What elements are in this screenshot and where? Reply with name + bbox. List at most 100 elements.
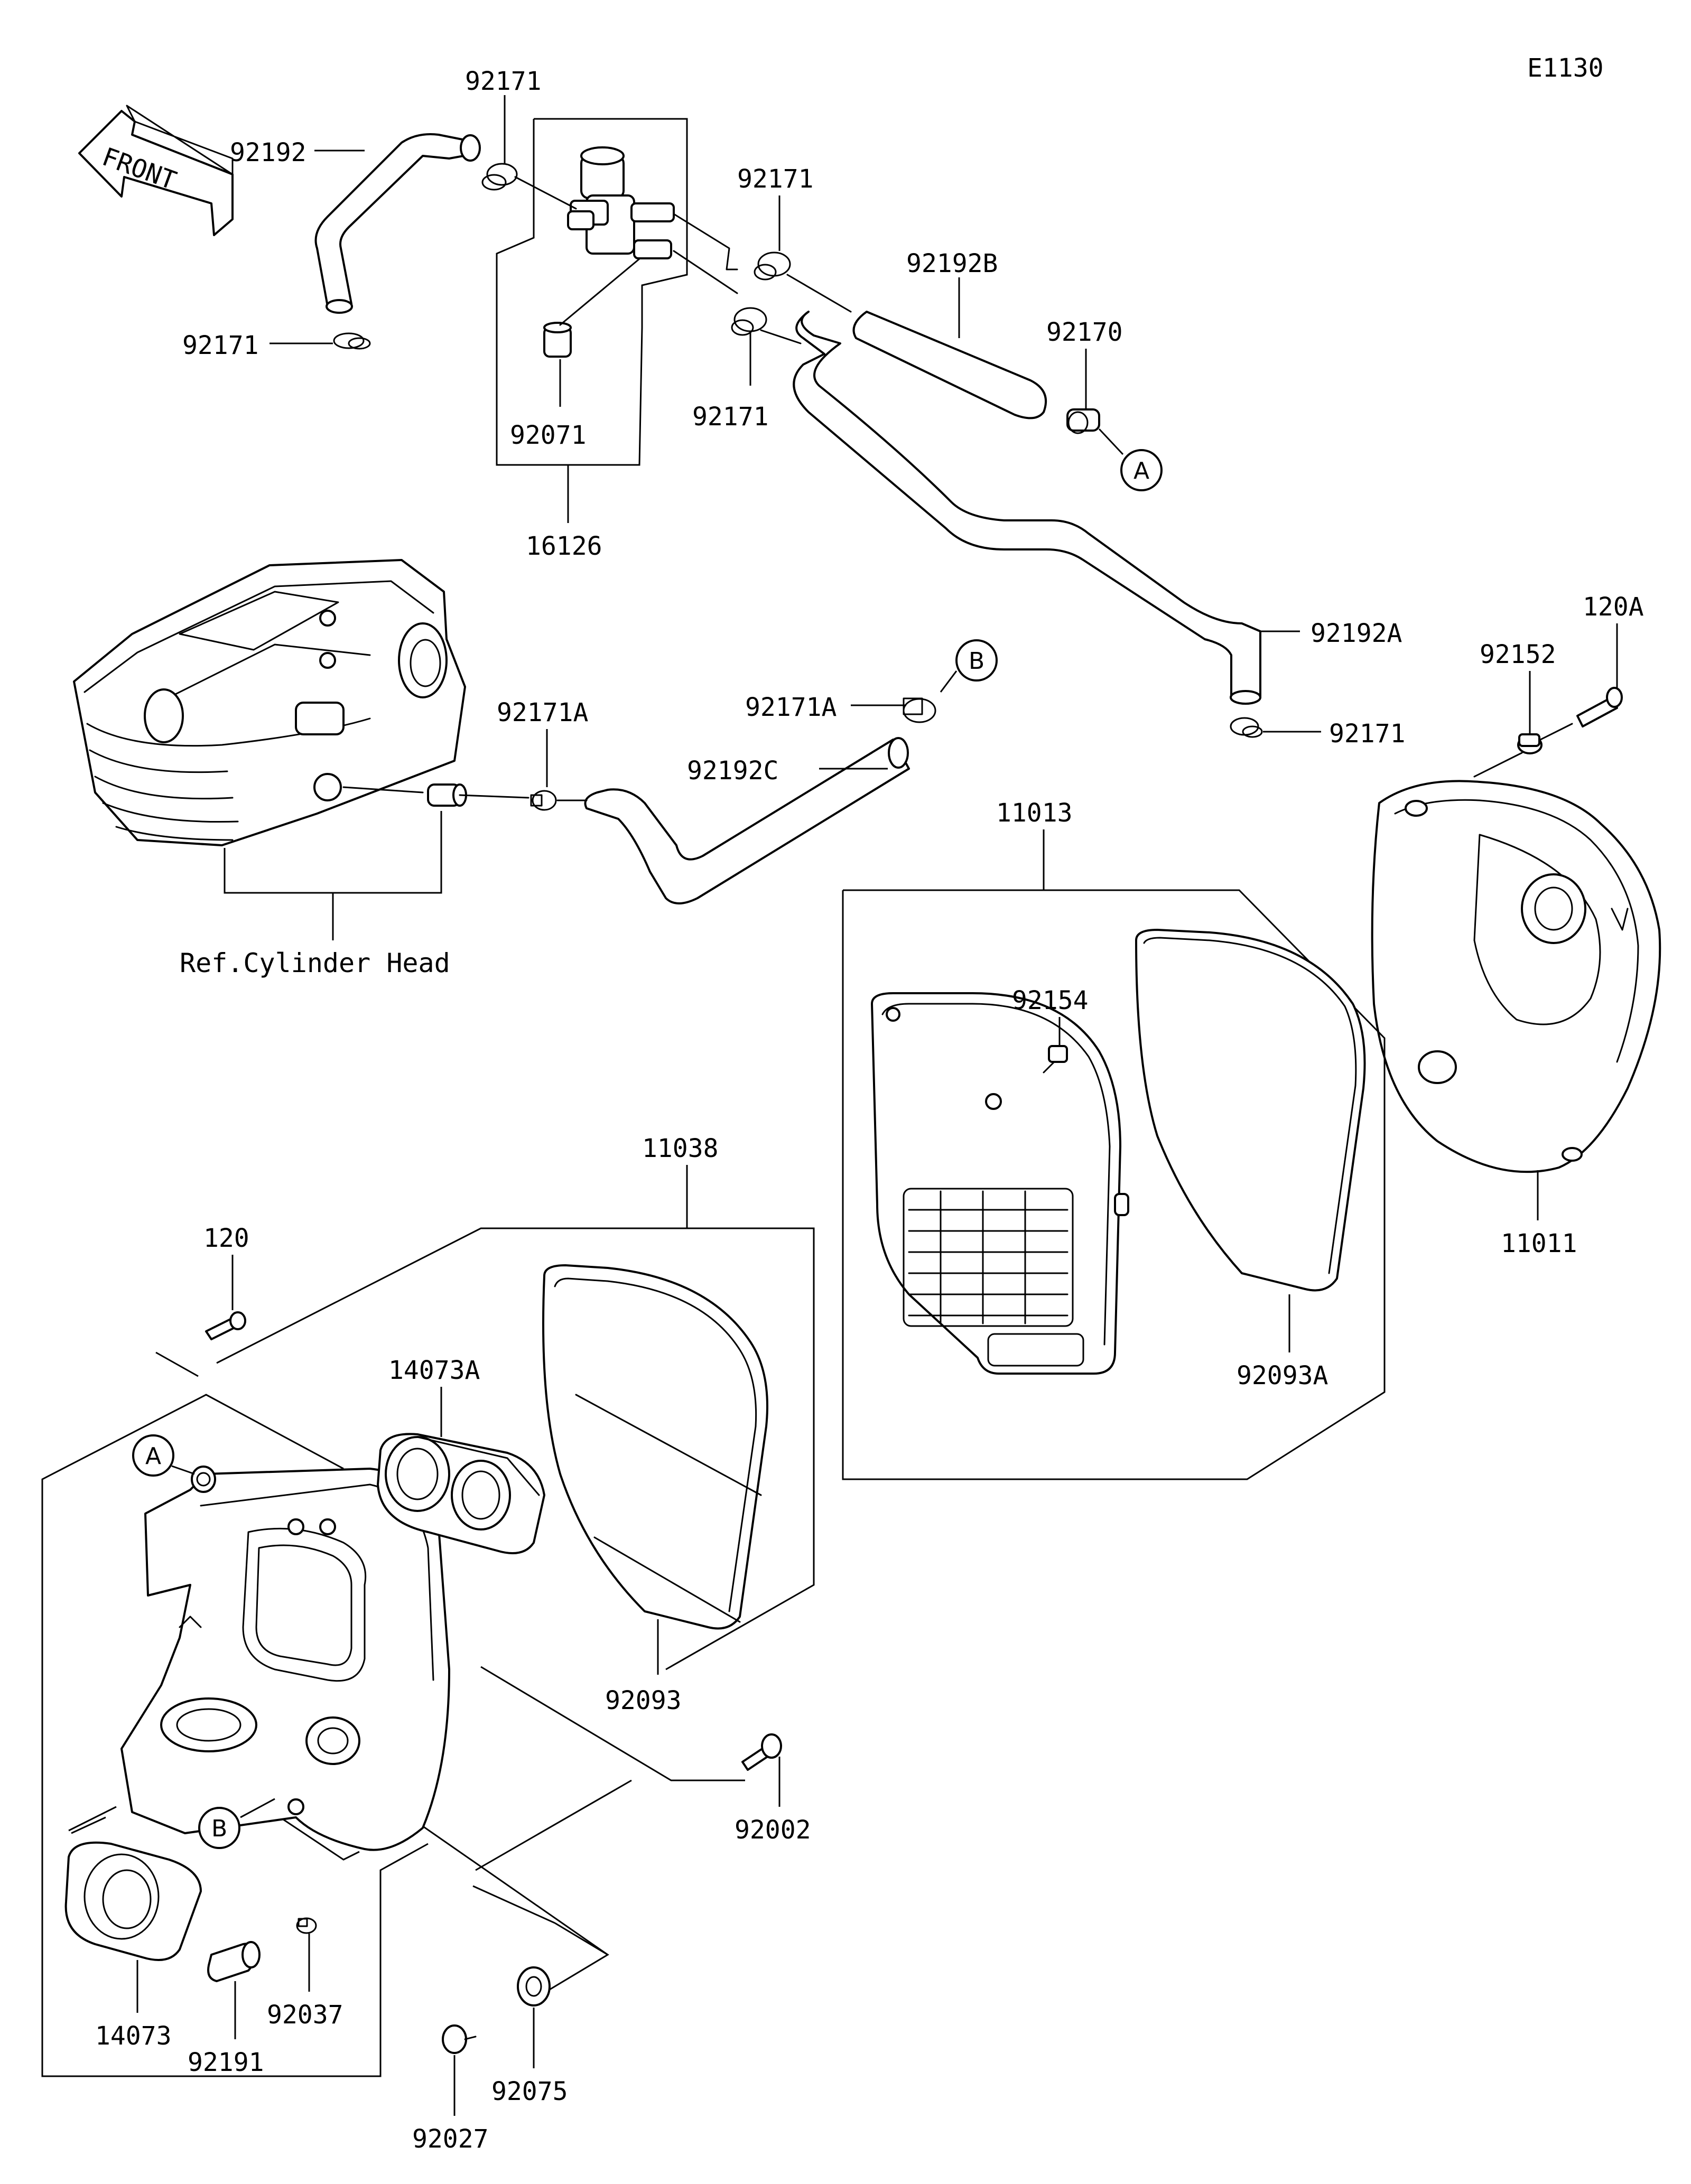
seal-92093 — [542, 1264, 768, 1630]
label-92171A: 92171A — [745, 693, 837, 722]
lower-box-seg — [68, 1806, 117, 1832]
label-92093A: 92093A — [1237, 1361, 1328, 1390]
label-120: 120 — [203, 1224, 249, 1253]
clip-92171-top — [481, 163, 518, 191]
cylinder-head — [73, 559, 466, 846]
clamp-92170 — [1066, 408, 1100, 434]
label-92037: 92037 — [267, 2000, 343, 2030]
label-92192: 92192 — [230, 138, 306, 167]
label-92027: 92027 — [412, 2124, 489, 2154]
link-line — [459, 794, 529, 799]
link-line — [786, 274, 852, 313]
housing-lower — [120, 1468, 450, 1851]
hose-92192 — [314, 133, 481, 314]
link-line — [760, 329, 802, 344]
label-11038: 11038 — [642, 1134, 719, 1163]
screw-92002 — [741, 1733, 782, 1771]
clip-92171-mid2 — [731, 307, 767, 336]
link-line — [673, 213, 738, 270]
lower-box-seg — [475, 1779, 632, 1871]
label-92192B: 92192B — [906, 249, 998, 278]
svg-text:A: A — [145, 1443, 161, 1470]
clip-92171A-left — [530, 790, 557, 811]
lower-box-mid — [480, 1666, 745, 1781]
ref-cylinder-head-label: Ref.Cylinder Head — [180, 948, 450, 978]
label-92192C: 92192C — [687, 756, 778, 786]
hose-92192A — [793, 311, 1261, 705]
label-92191: 92191 — [188, 2048, 264, 2077]
svg-text:B: B — [211, 1815, 227, 1842]
seal-92093A — [1135, 929, 1366, 1292]
link-line — [342, 786, 424, 794]
plug-92191 — [207, 1941, 261, 1982]
grommet-92152 — [1517, 733, 1543, 754]
label-92171: 92171 — [1329, 719, 1406, 749]
label-11011: 11011 — [1501, 1229, 1577, 1258]
callout-b-lower: B — [198, 1807, 240, 1849]
valve-assembly-box — [496, 118, 688, 466]
label-14073: 14073 — [95, 2021, 172, 2051]
lower-box-edge — [155, 1351, 199, 1377]
leader — [240, 1798, 275, 1818]
cover-11011 — [1371, 780, 1661, 1173]
fitting-a-lower — [191, 1466, 216, 1493]
cap-92071 — [543, 322, 572, 358]
lower-box-top — [216, 1227, 815, 1670]
label-92002: 92002 — [735, 1815, 811, 1845]
lower-box-left — [41, 1394, 429, 2077]
label-92071: 92071 — [510, 421, 587, 450]
clip-92171-left — [333, 332, 371, 350]
label-16126: 16126 — [526, 531, 602, 561]
link-line — [1539, 723, 1573, 741]
label-92192A: 92192A — [1311, 619, 1402, 648]
link-line — [559, 258, 640, 326]
lower-box-seg — [472, 1885, 555, 1924]
screw-92027 — [442, 2024, 477, 2054]
callout-b: B — [955, 639, 998, 682]
valve-16126 — [567, 146, 675, 259]
element-assembly-box — [842, 889, 1386, 1480]
label-120A: 120A — [1583, 592, 1644, 622]
label-92152: 92152 — [1480, 640, 1556, 669]
duct-14073A — [377, 1433, 545, 1554]
label-92075: 92075 — [491, 2077, 568, 2106]
clip-92171-right — [1230, 717, 1263, 738]
callout-a-lower: A — [132, 1434, 174, 1477]
duct-14073 — [64, 1841, 202, 1961]
label-92171A: 92171A — [497, 698, 588, 727]
label-92154: 92154 — [1012, 986, 1089, 1015]
leader — [1098, 428, 1124, 455]
clip-92037 — [296, 1917, 317, 1934]
element-11013 — [871, 992, 1129, 1375]
leader — [171, 1465, 195, 1475]
clip-92171A — [903, 697, 936, 723]
svg-text:B: B — [969, 648, 984, 675]
label-92093: 92093 — [605, 1686, 682, 1715]
grommet-92075 — [517, 1966, 551, 2006]
svg-text:A: A — [1133, 458, 1149, 484]
label-92170: 92170 — [1046, 318, 1123, 347]
bolt-120 — [205, 1311, 246, 1340]
link-line — [514, 176, 577, 210]
label-92171: 92171 — [465, 67, 542, 96]
lower-box-seg — [391, 1803, 608, 1956]
lower-box-seg — [264, 1806, 360, 1861]
hose-92192B — [852, 311, 1047, 419]
link-line — [1473, 752, 1523, 778]
hose-92192C — [584, 737, 910, 904]
label-11013: 11013 — [996, 798, 1073, 828]
drawing-code: E1130 — [1527, 53, 1604, 83]
label-92171: 92171 — [182, 331, 259, 360]
lower-box-seg — [71, 1816, 106, 1834]
callout-a: A — [1120, 449, 1163, 491]
clip-92171-mid — [754, 251, 791, 281]
leader — [940, 670, 958, 693]
label-92171: 92171 — [692, 402, 769, 432]
label-14073A: 14073A — [388, 1356, 480, 1385]
filter-grid — [908, 1190, 1069, 1324]
bolt-120A — [1576, 687, 1623, 727]
front-arrow-icon: FRONT — [78, 105, 234, 236]
link-line — [673, 250, 738, 294]
label-92171: 92171 — [737, 164, 814, 194]
